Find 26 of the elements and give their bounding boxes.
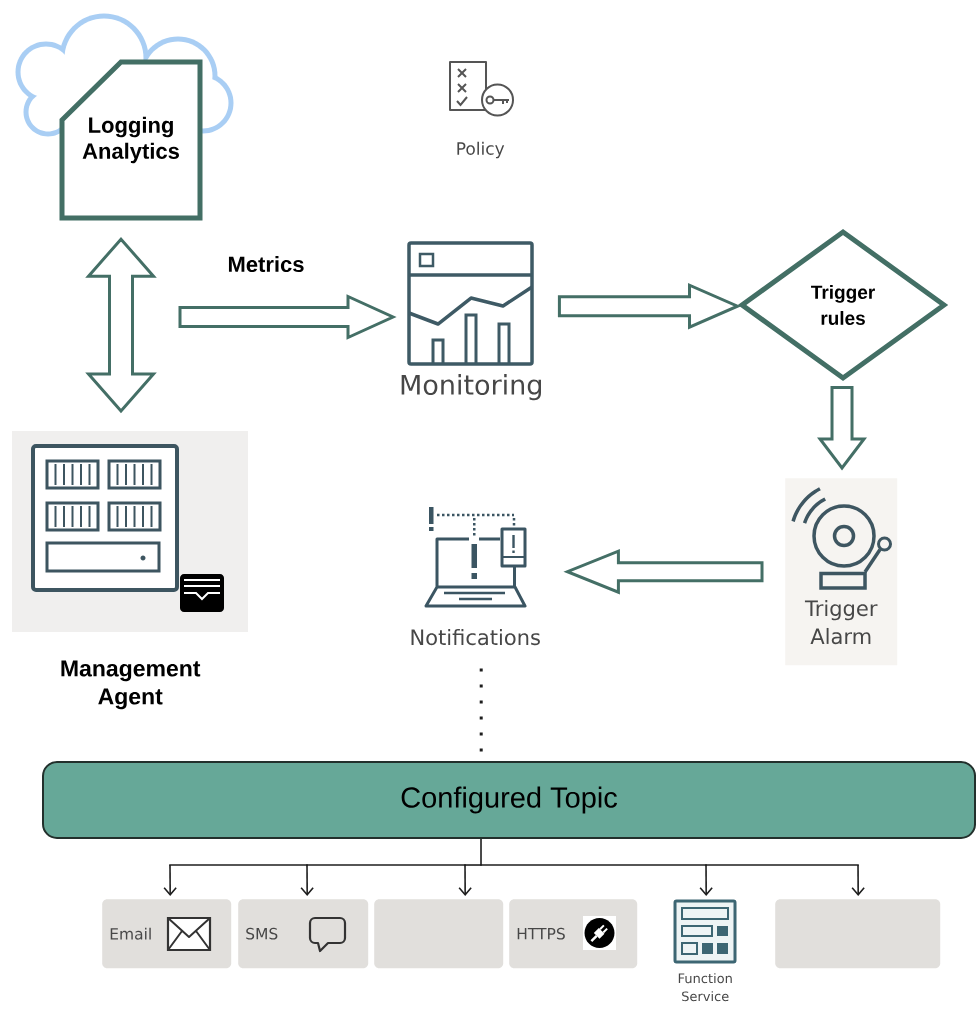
channel-tile [374, 899, 504, 969]
arrow [163, 864, 177, 896]
block-arrow [178, 294, 397, 340]
connector-line [306, 864, 466, 866]
channel-tile [775, 899, 941, 969]
block-arrow [563, 549, 764, 595]
connector-line [480, 864, 707, 866]
arrow [458, 864, 472, 896]
icon-caption: Notifications [411, 628, 540, 646]
icon-caption: Monitoring [401, 374, 541, 401]
icon-caption: Policy [457, 141, 505, 159]
icon-caption: Function Service [678, 973, 732, 1002]
connector-line [480, 838, 482, 866]
connector-line [705, 864, 859, 866]
icon-caption: Management Agent [61, 660, 201, 710]
arrow [300, 864, 314, 896]
topic-bar: Configured Topic [42, 761, 976, 839]
block-arrow [817, 386, 868, 471]
alarm-tile: Trigger Alarm [785, 478, 898, 666]
block-arrow [557, 282, 742, 330]
arrow [851, 864, 865, 896]
connector-line [169, 864, 308, 866]
connector-line [464, 864, 482, 866]
channel-tile: SMS [238, 899, 369, 969]
edge-label: Metrics [228, 255, 304, 273]
arrow [699, 864, 713, 896]
